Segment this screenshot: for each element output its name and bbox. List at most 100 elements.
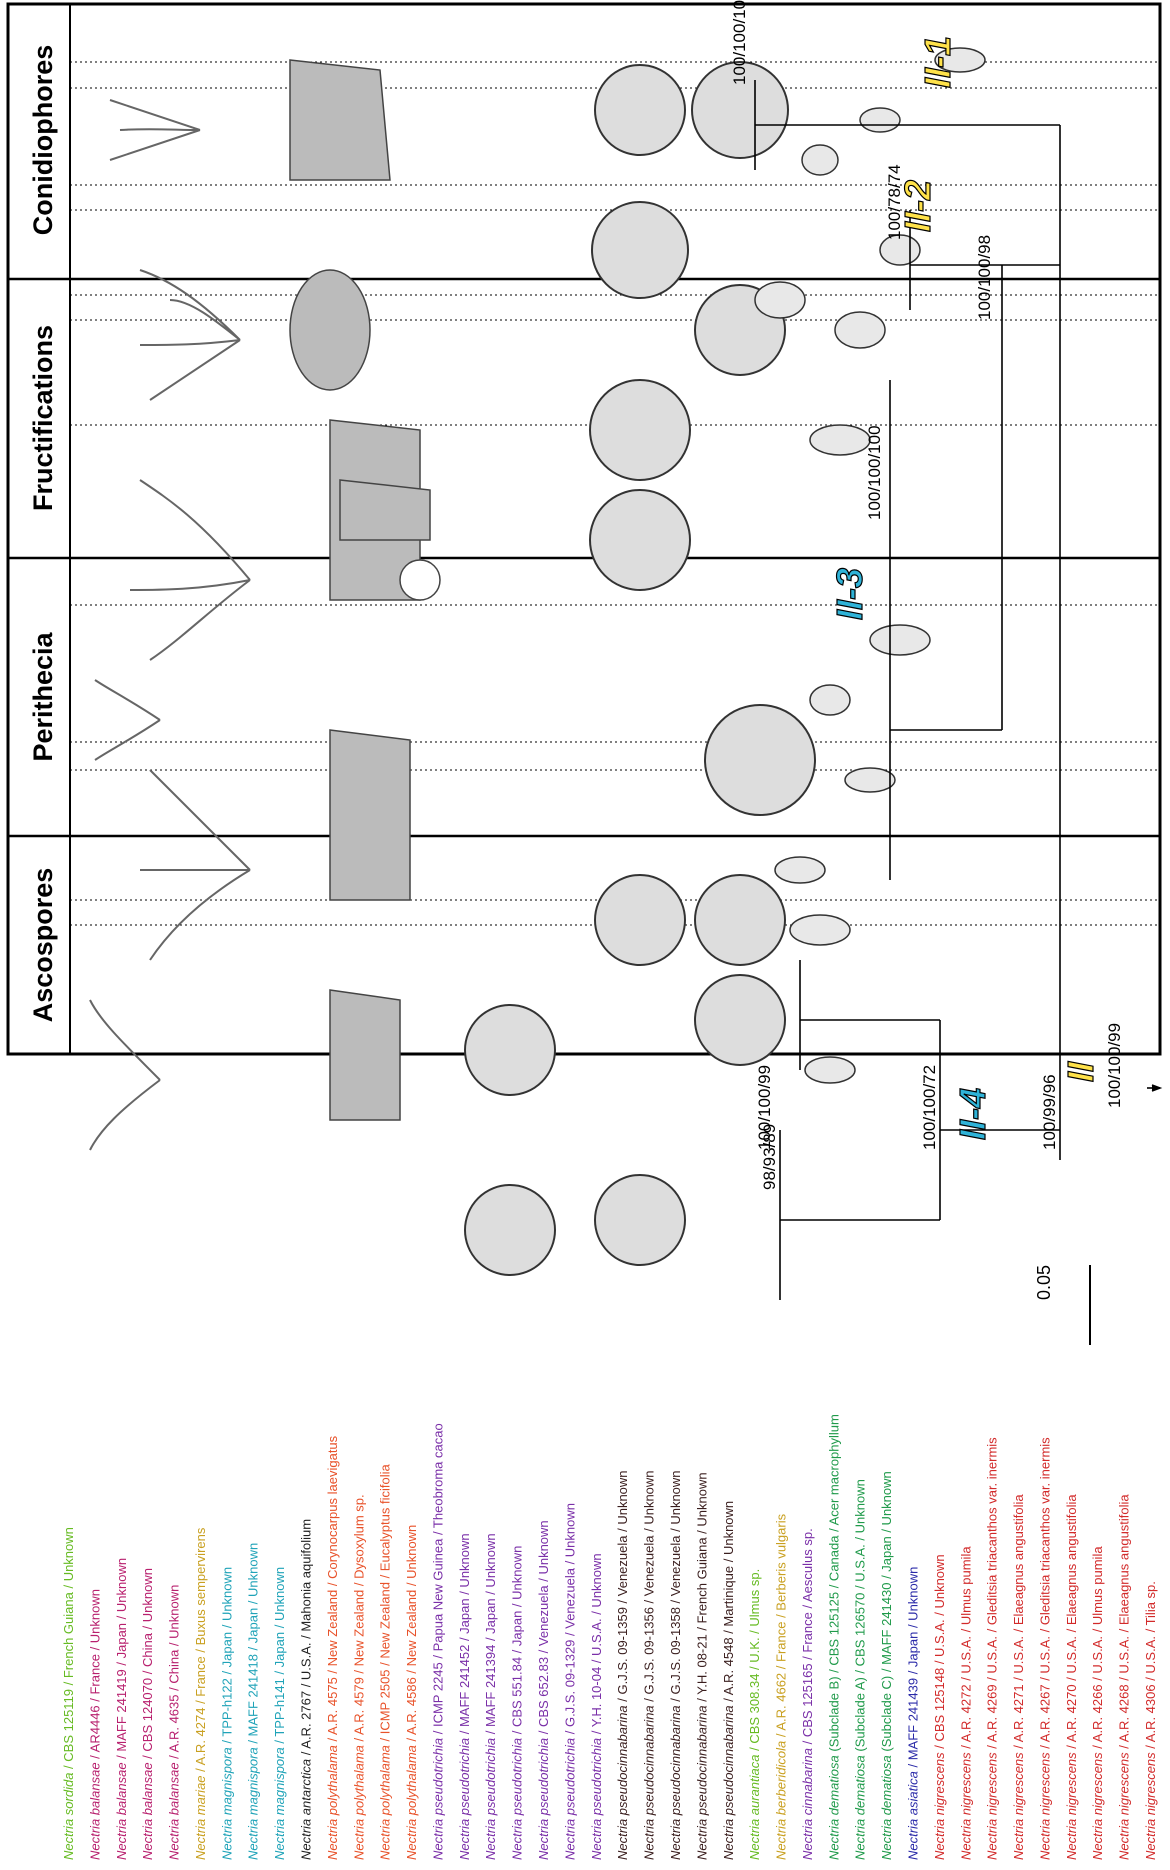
- taxon-species: Nectria pseudocinnabarina: [642, 1705, 657, 1860]
- support-value: 100/100/99: [1105, 1023, 1124, 1108]
- taxon-species: Nectria pseudotrichia: [589, 1738, 604, 1860]
- taxon-species: Nectria nigrescens: [1117, 1752, 1132, 1860]
- clade-label-ii-1: II-1: [917, 36, 958, 88]
- taxon-details: / TPP-h122 / Japan / Unknown: [219, 1567, 234, 1747]
- taxon-label: Nectria nigrescens / A.R. 4267 / U.S.A. …: [1037, 1437, 1052, 1860]
- taxon-details: / A.R. 4575 / New Zealand / Corynocarpus…: [325, 1435, 340, 1745]
- taxon-label: Nectria dematiosa (Subclade A) / CBS 126…: [853, 1479, 868, 1860]
- taxon-details: / ICMP 2505 / New Zealand / Eucalyptus f…: [378, 1464, 393, 1746]
- fructification-drawings: [289, 59, 441, 1121]
- panel-frame: [6, 2, 1162, 1056]
- taxon-label: Nectria pseudotrichia / Y.H. 10-04 / U.S…: [589, 1553, 604, 1860]
- taxon-label: Nectria asiatica / MAFF 241439 / Japan /…: [905, 1567, 920, 1860]
- taxon-details: / A.R. 4267 / U.S.A. / Gleditsia triacan…: [1037, 1437, 1052, 1753]
- taxon-details: / CBS 652.83 / Venezuela / Unknown: [536, 1520, 551, 1738]
- taxon-label: Nectria pseudotrichia / CBS 551.84 / Jap…: [510, 1546, 525, 1860]
- taxon-details: / A.R. 4269 / U.S.A. / Gleditsia triacan…: [985, 1437, 1000, 1753]
- clade-label-ii-4: II-4: [952, 1088, 993, 1140]
- support-value: 100/99/96: [1040, 1074, 1059, 1150]
- taxon-label: Nectria magnispora / TPP-h141 / Japan / …: [272, 1567, 287, 1860]
- taxon-species: Nectria pseudocinnabarina: [721, 1705, 736, 1860]
- taxon-details: / CBS 125165 / France / Aesculus sp.: [800, 1528, 815, 1748]
- taxon-label: Nectria nigrescens / A.R. 4270 / U.S.A. …: [1064, 1494, 1079, 1860]
- taxon-label: Nectria polythalama / A.R. 4586 / New Ze…: [404, 1525, 419, 1860]
- clade-label-ii-2: II-2: [897, 180, 938, 232]
- taxon-species: Nectria nigrescens: [1011, 1752, 1026, 1860]
- taxon-label: Nectria nigrescens / A.R. 4269 / U.S.A. …: [985, 1437, 1000, 1860]
- support-value: 100/100/98: [975, 235, 994, 320]
- taxon-label: Nectria balansae / MAFF 241419 / Japan /…: [114, 1558, 129, 1860]
- taxon-details: / A.R. 4306 / U.S.A. / Tilia sp.: [1143, 1581, 1158, 1752]
- taxon-species: Nectria berberidicola: [774, 1741, 789, 1860]
- taxon-details: / CBS 125119 / French Guiana / Unknown: [61, 1527, 76, 1772]
- taxon-details: / CBS 551.84 / Japan / Unknown: [510, 1546, 525, 1738]
- taxon-details: / G.J.S. 09-1359 / Venezuela / Unknown: [615, 1470, 630, 1705]
- taxon-label: Nectria pseudotrichia / ICMP 2245 / Papu…: [430, 1423, 445, 1860]
- taxon-label: Nectria pseudocinnabarina / G.J.S. 09-13…: [615, 1470, 630, 1860]
- trait-panels: Conidiophores Fructifications Perithecia…: [6, 2, 1162, 1276]
- panel-title-perithecia: Perithecia: [28, 631, 58, 761]
- taxon-label: Nectria nigrescens / A.R. 4272 / U.S.A. …: [958, 1546, 973, 1860]
- taxon-details: / ICMP 2245 / Papua New Guinea / Theobro…: [430, 1423, 445, 1738]
- panel-title-fructifications: Fructifications: [28, 325, 58, 511]
- taxon-details: / CBS 308.34 / U.K. / Ulmus sp.: [747, 1569, 762, 1755]
- taxon-species: Nectria nigrescens: [932, 1752, 947, 1860]
- taxon-label: Nectria antarctica / A.R. 2767 / U.S.A. …: [299, 1519, 314, 1860]
- taxon-species: Nectria pseudotrichia: [457, 1738, 472, 1860]
- taxon-details: / MAFF 241394 / Japan / Unknown: [483, 1533, 498, 1738]
- taxon-details: (Subclade A) / CBS 126570 / U.S.A. / Unk…: [853, 1479, 868, 1755]
- taxon-label: Nectria nigrescens / CBS 125148 / U.S.A.…: [932, 1554, 947, 1860]
- guide-lines: [70, 61, 1160, 926]
- taxon-species: Nectria dematiosa: [853, 1755, 868, 1860]
- taxon-details: / A.R. 4272 / U.S.A. / Ulmus pumila: [958, 1546, 973, 1753]
- taxon-species: Nectria polythalama: [404, 1745, 419, 1860]
- taxon-details: / MAFF 241452 / Japan / Unknown: [457, 1533, 472, 1738]
- taxon-label: Nectria pseudocinnabarina / G.J.S. 09-13…: [642, 1470, 657, 1860]
- taxon-details: / Y.H. 08-21 / French Guiana / Unknown: [694, 1472, 709, 1705]
- support-value: 100/78/74: [885, 164, 904, 240]
- taxon-species: Nectria balansae: [140, 1762, 155, 1860]
- taxon-details: / G.J.S. 09-1356 / Venezuela / Unknown: [642, 1470, 657, 1705]
- taxon-details: / A.R. 4635 / China / Unknown: [167, 1585, 182, 1763]
- taxon-species: Nectria nigrescens: [1090, 1752, 1105, 1860]
- taxon-label: Nectria nigrescens / A.R. 4266 / U.S.A. …: [1090, 1546, 1105, 1860]
- ascospore-drawings: [754, 47, 986, 1084]
- taxon-details: / CBS 125148 / U.S.A. / Unknown: [932, 1554, 947, 1752]
- taxon-details: / CBS 124070 / China / Unknown: [140, 1568, 155, 1762]
- taxon-label: Nectria magnispora / MAFF 241418 / Japan…: [246, 1543, 261, 1860]
- taxon-label: Nectria dematiosa (Subclade C) / MAFF 24…: [879, 1471, 894, 1860]
- taxon-species: Nectria nigrescens: [1064, 1752, 1079, 1860]
- taxon-label: Nectria mariae / A.R. 4274 / France / Bu…: [193, 1527, 208, 1860]
- taxon-species: Nectria balansae: [167, 1762, 182, 1860]
- panel-title-conidiophores: Conidiophores: [28, 45, 58, 236]
- taxon-label: Nectria polythalama / A.R. 4579 / New Ze…: [351, 1494, 366, 1860]
- taxon-species: Nectria nigrescens: [1143, 1752, 1158, 1860]
- taxon-species: Nectria mariae: [193, 1775, 208, 1860]
- conidiophore-drawings: [89, 99, 251, 1151]
- taxon-details: / MAFF 241419 / Japan / Unknown: [114, 1558, 129, 1763]
- taxon-details: / MAFF 241418 / Japan / Unknown: [246, 1543, 261, 1748]
- taxon-label: Nectria nigrescens / A.R. 4271 / U.S.A. …: [1011, 1494, 1026, 1860]
- taxon-species: Nectria pseudotrichia: [536, 1738, 551, 1860]
- taxon-label: Nectria pseudotrichia / MAFF 241394 / Ja…: [483, 1533, 498, 1860]
- taxon-label: Nectria pseudotrichia / MAFF 241452 / Ja…: [457, 1533, 472, 1860]
- taxon-details: / A.R. 4548 / Martinique / Unknown: [721, 1501, 736, 1706]
- taxon-species: Nectria balansae: [87, 1762, 102, 1860]
- taxon-label: Nectria berberidicola / A.R. 4662 / Fran…: [774, 1513, 789, 1860]
- taxon-label: Nectria pseudocinnabarina / G.J.S. 09-13…: [668, 1470, 683, 1860]
- taxon-details: (Subclade C) / MAFF 241430 / Japan / Unk…: [879, 1471, 894, 1755]
- taxon-species: Nectria pseudocinnabarina: [668, 1705, 683, 1860]
- taxon-label: Nectria pseudocinnabarina / Y.H. 08-21 /…: [694, 1472, 709, 1860]
- scale-label: 0.05: [1034, 1265, 1054, 1300]
- support-values: 100/100/99 100/99/96 100/100/98 100/100/…: [730, 0, 1124, 1190]
- taxon-details: / A.R. 4266 / U.S.A. / Ulmus pumila: [1090, 1546, 1105, 1753]
- taxon-label: Nectria nigrescens / A.R. 4306 / U.S.A. …: [1143, 1581, 1158, 1860]
- taxon-species: Nectria polythalama: [378, 1745, 393, 1860]
- taxon-details: / A.R. 4586 / New Zealand / Unknown: [404, 1525, 419, 1745]
- taxon-details: / A.R. 4271 / U.S.A. / Elaeagnus angusti…: [1011, 1494, 1026, 1753]
- taxon-species: Nectria polythalama: [351, 1745, 366, 1860]
- support-value: 100/100/100: [865, 425, 884, 520]
- taxon-species: Nectria pseudotrichia: [430, 1738, 445, 1860]
- support-value: 98/93/89: [760, 1124, 779, 1190]
- taxon-label: Nectria cinnabarina / CBS 125165 / Franc…: [800, 1528, 815, 1860]
